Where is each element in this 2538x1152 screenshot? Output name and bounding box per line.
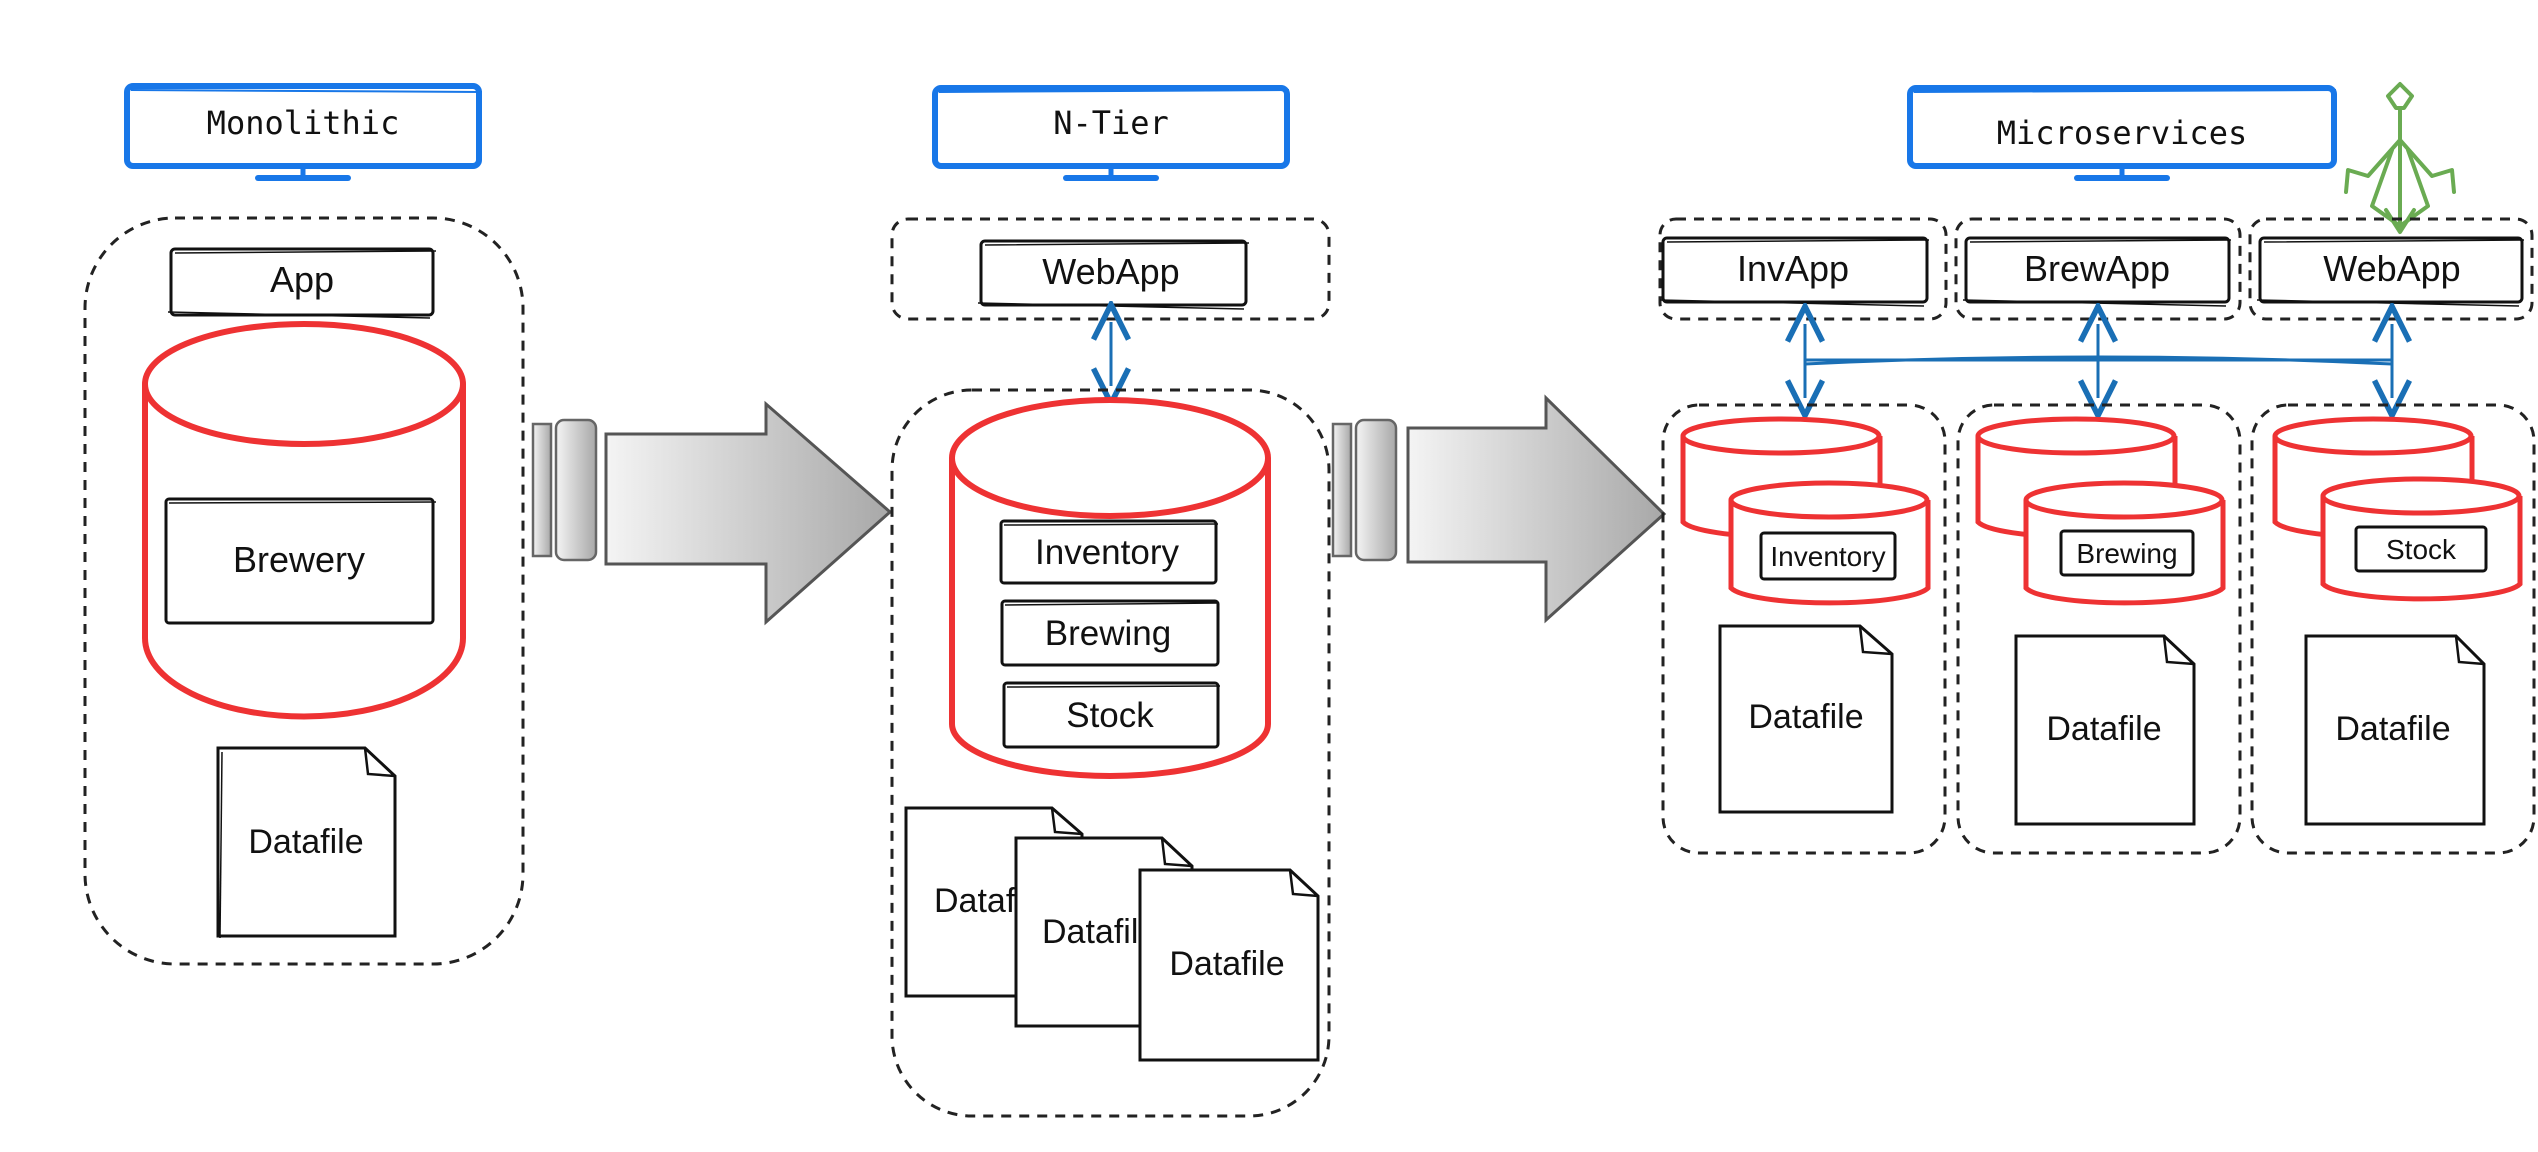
micro-service-bus-line [1804,355,2393,366]
micro-datafile-label: Datafile [1748,698,1863,736]
ntier-schema-stock: Stock [1002,681,1221,749]
micro-app-label: BrewApp [2024,248,2170,289]
microservices-section: Microservices InvApp BrewApp W [1658,82,2536,855]
ntier-webapp-box: WebApp [977,239,1250,310]
document-icon: Datafile [1718,624,1894,814]
micro-schema-label: Brewing [2076,538,2177,569]
micro-schema-label: Inventory [1770,541,1885,572]
ntier-schema-inventory: Inventory [999,519,1219,585]
document-icon: Datafile [1138,868,1320,1062]
monolithic-db-label: Brewery [233,539,365,580]
monolithic-app-box: App [167,247,437,319]
ntier-schema-label: Inventory [1035,533,1179,572]
monolithic-title: Monolithic [207,104,400,142]
micro-app-label: WebApp [2323,248,2460,289]
monitor-icon [124,83,483,181]
micro-app-label: InvApp [1737,248,1849,289]
micro-app-box-webapp: WebApp [2256,236,2525,307]
micro-app-boundary [1658,217,1948,321]
monolithic-datafile-label: Datafile [248,823,363,861]
monolithic-db-box: Brewery [164,497,437,625]
ntier-schema-label: Brewing [1045,614,1171,653]
api-gateway-icon [2344,82,2456,234]
micro-schema-box: Inventory [1759,531,1897,581]
ntier-webapp-label: WebApp [1042,251,1179,292]
ntier-schema-brewing: Brewing [1000,599,1220,667]
database-cylinder-icon [949,397,1271,779]
micro-data-boundary [1661,403,1947,855]
ntier-schema-label: Stock [1066,696,1154,735]
ntier-section: N-Tier WebApp Inventory Brewing Stoc [890,85,1331,1118]
micro-schema-box: Stock [2354,525,2488,573]
microservices-monitor: Microservices [1907,85,2337,181]
document-icon: Datafile [2304,634,2486,826]
monolithic-section: Monolithic App Brewery Datafile [83,83,525,966]
monitor-icon [932,85,1290,181]
monolithic-boundary [83,216,525,966]
big-right-arrow-icon [531,400,893,626]
monolithic-app-label: App [270,259,334,300]
monolithic-monitor: Monolithic [124,83,483,181]
ntier-monitor: N-Tier [932,85,1290,181]
document-icon: Datafile [216,746,397,939]
micro-app-box-invapp: InvApp [1659,236,1930,307]
ntier-data-tier-boundary [890,388,1331,1118]
document-icon: Datafile [2014,634,2196,826]
micro-data-boundary [2250,403,2536,855]
ntier-title: N-Tier [1053,104,1169,142]
ntier-datafile-label: Datafile [1042,913,1157,951]
micro-schema-box: Brewing [2059,529,2195,577]
monitor-icon [1907,85,2337,181]
micro-datafile-label: Datafile [2046,710,2161,748]
ntier-datafile-label: Datafile [1169,945,1284,983]
micro-schema-label: Stock [2386,534,2457,565]
micro-datafile-label: Datafile [2335,710,2450,748]
micro-data-boundary [1956,403,2242,855]
micro-app-box-brewapp: BrewApp [1962,236,2232,307]
big-right-arrow-icon [1331,394,1667,624]
microservices-title: Microservices [1997,114,2247,152]
database-cylinder-icon [142,321,466,720]
